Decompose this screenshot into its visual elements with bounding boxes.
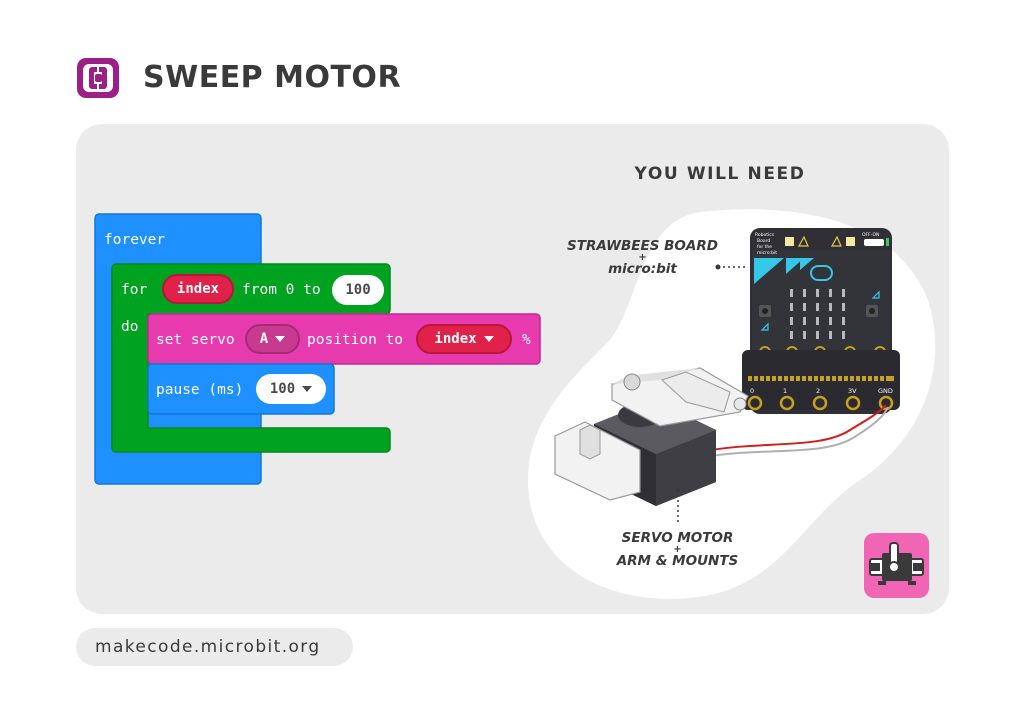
for-variable-pill[interactable]: index xyxy=(162,274,234,304)
motor-caption-line-1: SERVO MOTOR xyxy=(621,530,734,546)
for-limit-text: 100 xyxy=(345,282,371,298)
page-title: SWEEP MOTOR xyxy=(143,60,402,95)
pin-label-gnd: GND xyxy=(878,387,893,395)
board-caption-line-2: micro:bit xyxy=(608,261,677,277)
pause-value-dropdown[interactable]: 100 xyxy=(256,374,326,404)
servo-motor-icon xyxy=(869,542,924,585)
url-pill xyxy=(76,628,353,666)
board-text-1: Robotics xyxy=(755,232,775,238)
set-servo-label: set servo xyxy=(156,332,235,348)
servo-pin-text: A xyxy=(259,331,269,347)
pin-label-3v: 3V xyxy=(848,387,857,395)
microbit-board: Robotics Board for the micro:bit OFF-ON … xyxy=(742,228,900,414)
percent-label: % xyxy=(522,332,531,348)
pin-label-0: 0 xyxy=(750,387,754,395)
servo-pin-dropdown[interactable]: A xyxy=(245,324,300,354)
for-limit-input[interactable]: 100 xyxy=(332,275,384,305)
pause-label: pause (ms) xyxy=(156,382,244,398)
for-variable-text: index xyxy=(176,281,220,297)
pin-label-1: 1 xyxy=(783,387,787,395)
pin-label-2: 2 xyxy=(816,387,820,395)
chevron-down-icon xyxy=(483,336,494,342)
board-caption: STRAWBEES BOARD + micro:bit xyxy=(565,239,720,277)
you-will-need-title: YOU WILL NEED xyxy=(634,164,806,184)
position-variable-dropdown[interactable]: index xyxy=(416,324,512,354)
makecode-url[interactable]: makecode.microbit.org xyxy=(95,637,321,657)
for-label: for xyxy=(121,282,148,298)
board-switch-label: OFF-ON xyxy=(862,232,879,238)
from-to-label: from 0 to xyxy=(242,282,321,298)
forever-label: forever xyxy=(104,232,166,248)
board-text-3: for the xyxy=(757,244,772,250)
board-text-2: Board xyxy=(757,238,770,244)
board-text-4: micro:bit xyxy=(757,250,777,256)
motor-caption-plus: + xyxy=(673,544,682,555)
position-to-label: position to xyxy=(307,332,404,348)
do-label: do xyxy=(121,319,139,335)
servo-motor xyxy=(554,367,749,506)
board-caption-plus: + xyxy=(638,252,647,263)
board-caption-line-1: STRAWBEES BOARD xyxy=(567,238,718,254)
servo-extension-badge xyxy=(864,533,929,598)
motor-caption: SERVO MOTOR + ARM & MOUNTS xyxy=(600,531,755,569)
motor-caption-line-2: ARM & MOUNTS xyxy=(616,553,739,569)
chevron-down-icon xyxy=(302,386,313,392)
pause-value-text: 100 xyxy=(269,381,296,397)
position-variable-text: index xyxy=(434,331,477,347)
chevron-down-icon xyxy=(275,336,286,342)
makecode-logo-icon xyxy=(77,58,119,98)
